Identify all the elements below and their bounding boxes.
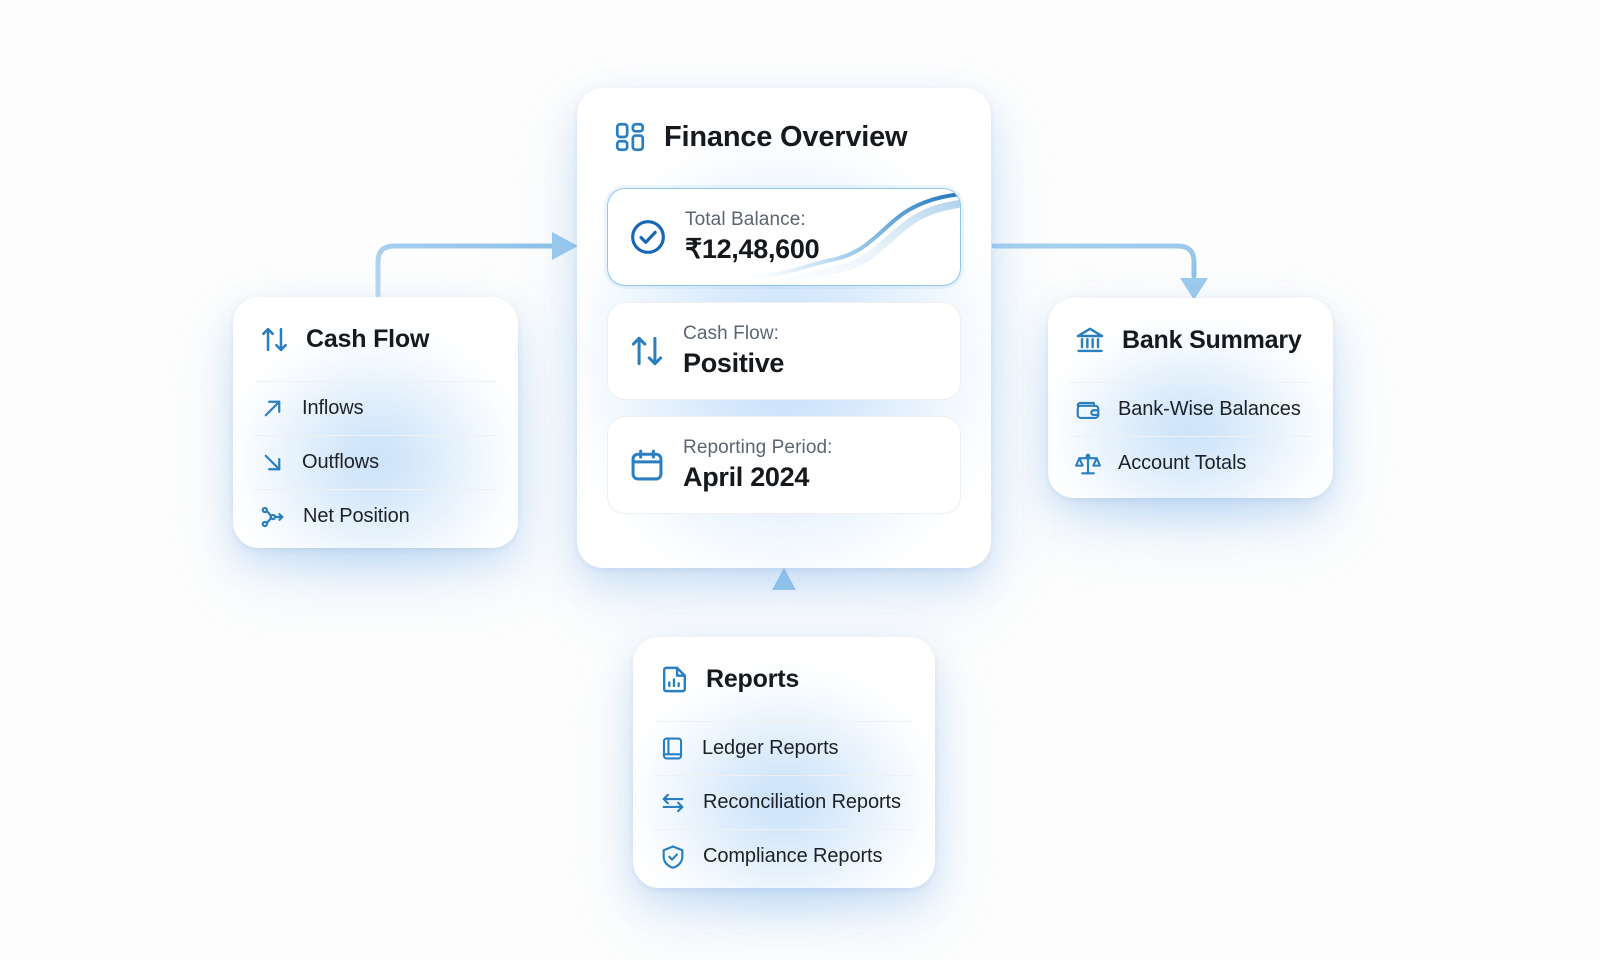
bank-summary-card[interactable]: Bank Summary Bank-Wise Balances xyxy=(1048,298,1333,498)
grid-dashboard-icon xyxy=(613,120,647,154)
book-icon xyxy=(659,735,686,762)
list-item-reconciliation-reports[interactable]: Reconciliation Reports xyxy=(655,775,913,829)
finance-overview-card[interactable]: Finance Overview Total Balance: ₹12,48,6… xyxy=(577,88,991,568)
list-item-label: Ledger Reports xyxy=(702,737,839,759)
arrows-up-down-icon xyxy=(259,324,290,355)
list-item-net-position[interactable]: Net Position xyxy=(255,489,496,543)
metric-label: Cash Flow: xyxy=(683,323,780,344)
list-item-label: Compliance Reports xyxy=(703,845,883,867)
list-item-inflows[interactable]: Inflows xyxy=(255,381,496,435)
reports-card[interactable]: Reports Ledger Reports Reconciliation Re… xyxy=(633,637,935,888)
list-item-outflows[interactable]: Outflows xyxy=(255,435,496,489)
cash-flow-header: Cash Flow xyxy=(255,297,496,381)
shield-check-icon xyxy=(659,843,687,871)
scales-balance-icon xyxy=(1074,450,1102,478)
metric-cash-flow[interactable]: Cash Flow: Positive xyxy=(607,302,961,400)
list-item-ledger-reports[interactable]: Ledger Reports xyxy=(655,721,913,775)
metric-reporting-period[interactable]: Reporting Period: April 2024 xyxy=(607,416,961,514)
bank-building-icon xyxy=(1074,324,1106,356)
list-item-label: Account Totals xyxy=(1118,452,1247,474)
metric-value: Positive xyxy=(683,348,785,378)
reports-title: Reports xyxy=(706,664,800,693)
metric-value: ₹12,48,600 xyxy=(685,234,820,264)
arrow-up-right-icon xyxy=(259,395,286,422)
check-circle-icon xyxy=(628,217,668,257)
cash-flow-card[interactable]: Cash Flow Inflows Outflows xyxy=(233,297,518,548)
bank-summary-header: Bank Summary xyxy=(1070,298,1311,382)
cash-flow-title: Cash Flow xyxy=(306,324,430,353)
list-item-bank-wise-balances[interactable]: Bank-Wise Balances xyxy=(1070,382,1311,436)
arrows-up-down-icon xyxy=(628,332,666,370)
calendar-icon xyxy=(628,446,666,484)
arrow-down-right-icon xyxy=(259,449,286,476)
list-item-label: Outflows xyxy=(302,451,380,473)
finance-overview-header: Finance Overview xyxy=(607,118,961,154)
bank-summary-title: Bank Summary xyxy=(1122,325,1302,354)
metric-label: Total Balance: xyxy=(685,209,806,230)
swap-arrows-icon xyxy=(659,789,687,817)
list-item-label: Net Position xyxy=(303,505,410,527)
list-item-compliance-reports[interactable]: Compliance Reports xyxy=(655,829,913,883)
file-chart-icon xyxy=(659,664,690,695)
list-item-label: Reconciliation Reports xyxy=(703,791,901,813)
metric-value: April 2024 xyxy=(683,462,810,492)
list-item-label: Bank-Wise Balances xyxy=(1118,398,1301,420)
list-item-account-totals[interactable]: Account Totals xyxy=(1070,436,1311,490)
git-network-icon xyxy=(259,503,287,531)
wallet-icon xyxy=(1074,396,1102,424)
metric-total-balance[interactable]: Total Balance: ₹12,48,600 xyxy=(607,188,961,286)
page-title: Finance Overview xyxy=(664,120,908,153)
reports-header: Reports xyxy=(655,637,913,721)
metric-label: Reporting Period: xyxy=(683,437,833,458)
list-item-label: Inflows xyxy=(302,397,364,419)
